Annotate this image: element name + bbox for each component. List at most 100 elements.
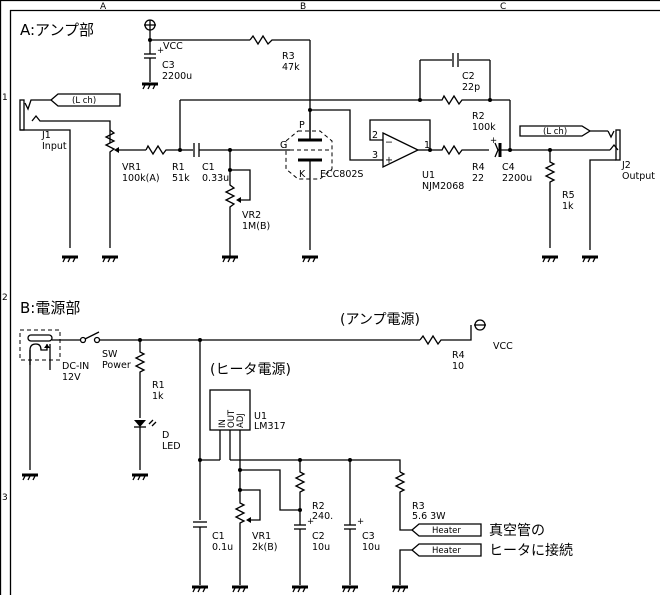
vr1-value: 100k(A) (122, 173, 160, 184)
tube-pin-k: K (299, 169, 306, 180)
heater-note-line2: ヒータに接続 (489, 542, 573, 559)
row-label-2: 2 (2, 293, 8, 303)
resistor-r2-a (420, 94, 490, 106)
tube-pin-g: G (280, 140, 287, 151)
r2-ref: R2 (472, 111, 485, 122)
regulator-lm317 (209, 389, 251, 470)
opamp-pin2: 2 (372, 130, 378, 141)
c2-value: 22p (462, 82, 480, 93)
capacitor-c2-b: + (294, 510, 314, 585)
ground-icon (232, 585, 248, 593)
opamp-u1 (369, 119, 431, 169)
c2-b-value: 10u (312, 542, 330, 553)
c4-ref: C4 (502, 162, 515, 173)
net-label-heater-2 (411, 543, 482, 557)
potentiometer-vr1-b[interactable] (234, 470, 246, 585)
u1-b-ref: U1 (254, 411, 267, 422)
ground-icon (22, 473, 38, 481)
c3-ref: C3 (162, 60, 175, 71)
j1-value: Input (42, 141, 67, 152)
row-label-1: 1 (2, 93, 8, 103)
net-label-lch-output (519, 125, 592, 137)
ground-icon (542, 255, 558, 263)
vacuum-tube-ecc802s (285, 110, 333, 250)
svg-text:+: + (490, 136, 497, 146)
ground-icon (62, 255, 78, 263)
d-value: LED (162, 441, 181, 452)
resistor-r3-b (394, 471, 412, 531)
dc-in-jack[interactable] (19, 329, 61, 470)
sw-value: Power (102, 360, 131, 371)
input-jack-j1[interactable] (19, 99, 111, 248)
ground-icon (132, 473, 148, 481)
r1-value: 51k (172, 173, 190, 184)
r4-ref: R4 (472, 162, 485, 173)
power-switch[interactable] (79, 331, 101, 344)
r3-value: 47k (282, 62, 300, 73)
heater-power-label: (ヒータ電源) (210, 362, 291, 378)
u1-b-value: LM317 (254, 421, 286, 432)
svg-text:+: + (357, 517, 364, 527)
capacitor-c3-b: + (344, 460, 364, 585)
vcc-label-a: VCC (163, 41, 183, 52)
column-label-c: C (500, 2, 506, 12)
column-label-a: A (100, 2, 107, 12)
section-b-title: B:電源部 (20, 299, 80, 317)
u1-value: NJM2068 (422, 181, 464, 192)
c1-value: 0.33u (202, 173, 229, 184)
vr2-value: 1M(B) (242, 221, 270, 232)
tube-value: ECC802S (320, 169, 363, 180)
sw-ref: SW (102, 349, 118, 360)
r4-value: 22 (472, 173, 484, 184)
resistor-r4-a (430, 144, 489, 156)
ground-icon (192, 585, 208, 593)
c1-b-value: 0.1u (212, 542, 233, 553)
opamp-pin1: 1 (424, 140, 430, 151)
r5-value: 1k (562, 201, 574, 212)
r4-b-ref: R4 (452, 350, 465, 361)
vr1-ref: VR1 (122, 162, 141, 173)
net-label-lch-input (50, 93, 121, 107)
r3-b-ref: R3 (412, 501, 425, 512)
potentiometer-vr2-a[interactable] (224, 170, 236, 258)
r1-b-ref: R1 (152, 380, 165, 391)
section-a-title: A:アンプ部 (20, 21, 94, 39)
amp-power-label: (アンプ電源) (340, 312, 420, 328)
output-jack-j2[interactable] (589, 129, 621, 250)
c3-b-value: 10u (362, 542, 380, 553)
opamp-plus: + (385, 155, 393, 166)
j2-value: Output (622, 171, 655, 182)
r3-b-value: 5.6 3W (412, 511, 446, 522)
ground-icon (302, 255, 318, 263)
potentiometer-vr1-a[interactable] (104, 129, 116, 248)
c3-value: 2200u (162, 71, 192, 82)
heater-net-1: Heater (432, 526, 461, 536)
lm317-pin-in: IN (218, 419, 228, 428)
r1-b-value: 1k (152, 391, 164, 402)
row-label-3: 3 (2, 493, 8, 503)
r1-ref: R1 (172, 162, 185, 173)
c1-b-ref: C1 (212, 531, 225, 542)
resistor-r3-a (249, 34, 277, 46)
j1-ref: J1 (41, 130, 51, 141)
j2-ref: J2 (621, 160, 631, 171)
r4-b-value: 10 (452, 361, 464, 372)
r2-value: 100k (472, 122, 496, 133)
c4-value: 2200u (502, 173, 532, 184)
r5-ref: R5 (562, 190, 575, 201)
column-label-b: B (300, 2, 306, 12)
vr1-b-value: 2k(B) (252, 542, 277, 553)
capacitor-c4-a: + (490, 136, 502, 158)
capacitor-c3-a: + (144, 40, 164, 82)
c2-b-ref: C2 (312, 531, 325, 542)
opamp-minus: − (385, 137, 393, 148)
vcc-symbol-b (474, 319, 486, 331)
j1-net: (L ch) (72, 96, 96, 106)
ground-icon (222, 255, 238, 263)
ground-icon (292, 585, 308, 593)
dcin-ref: DC-IN (62, 361, 89, 372)
resistor-r4-b (419, 325, 472, 346)
r2-b-value: 240. (312, 511, 333, 522)
svg-text:+: + (157, 46, 164, 56)
